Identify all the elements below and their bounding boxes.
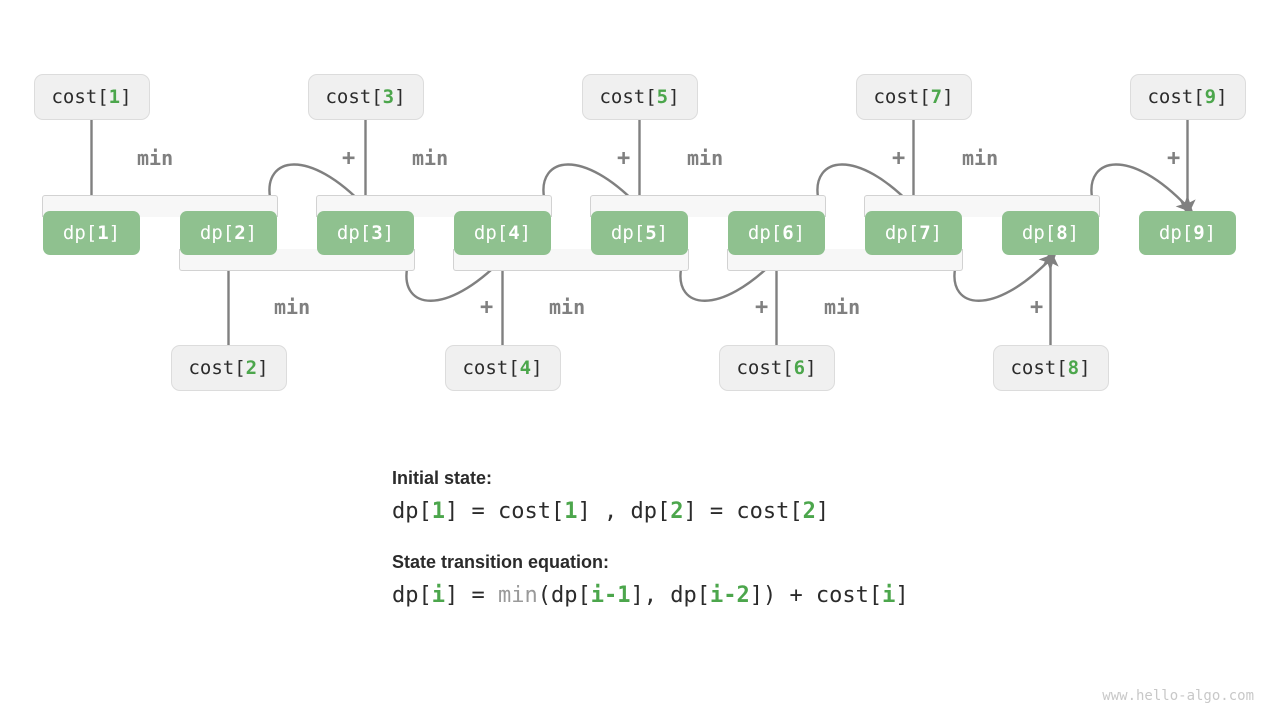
dp-node-8: dp[8] (1002, 211, 1099, 255)
cost-node-8: cost[8] (992, 345, 1109, 391)
transition-heading: State transition equation: (392, 552, 610, 572)
dp-node-5: dp[5] (591, 211, 688, 255)
plus-label-top-4: + (1167, 146, 1181, 171)
min-label-bottom-3: min (824, 295, 861, 319)
caption-block: Initial state: dp[1] = cost[1] , dp[2] =… (392, 468, 1032, 608)
cost-node-4: cost[4] (444, 345, 561, 391)
cost-node-1: cost[1] (33, 74, 150, 120)
dp-node-4: dp[4] (454, 211, 551, 255)
cost-node-6: cost[6] (718, 345, 835, 391)
min-label-bottom-1: min (274, 295, 311, 319)
dp-node-1: dp[1] (43, 211, 140, 255)
dp-node-7: dp[7] (865, 211, 962, 255)
min-label-bottom-2: min (549, 295, 586, 319)
min-label-top-3: min (687, 146, 724, 170)
min-label-top-4: min (962, 146, 999, 170)
initial-state-equation: dp[1] = cost[1] , dp[2] = cost[2] (392, 499, 830, 524)
cost-node-9: cost[9] (1129, 74, 1246, 120)
cost-node-3: cost[3] (307, 74, 424, 120)
plus-label-top-2: + (617, 146, 631, 171)
initial-state-heading: Initial state: (392, 468, 493, 488)
cost-node-7: cost[7] (855, 74, 972, 120)
cost-node-5: cost[5] (581, 74, 698, 120)
dp-node-6: dp[6] (728, 211, 825, 255)
footer-url: www.hello-algo.com (1102, 688, 1254, 704)
plus-label-bottom-2: + (755, 295, 769, 320)
min-label-top-2: min (412, 146, 449, 170)
plus-label-bottom-1: + (480, 295, 494, 320)
transition-equation: dp[i] = min(dp[i-1], dp[i-2]) + cost[i] (392, 583, 909, 608)
plus-label-top-3: + (892, 146, 906, 171)
min-label-top-1: min (137, 146, 174, 170)
dp-node-9: dp[9] (1139, 211, 1236, 255)
plus-label-bottom-3: + (1030, 295, 1044, 320)
plus-label-top-1: + (342, 146, 356, 171)
cost-node-2: cost[2] (170, 345, 287, 391)
dp-node-2: dp[2] (180, 211, 277, 255)
dp-node-3: dp[3] (317, 211, 414, 255)
